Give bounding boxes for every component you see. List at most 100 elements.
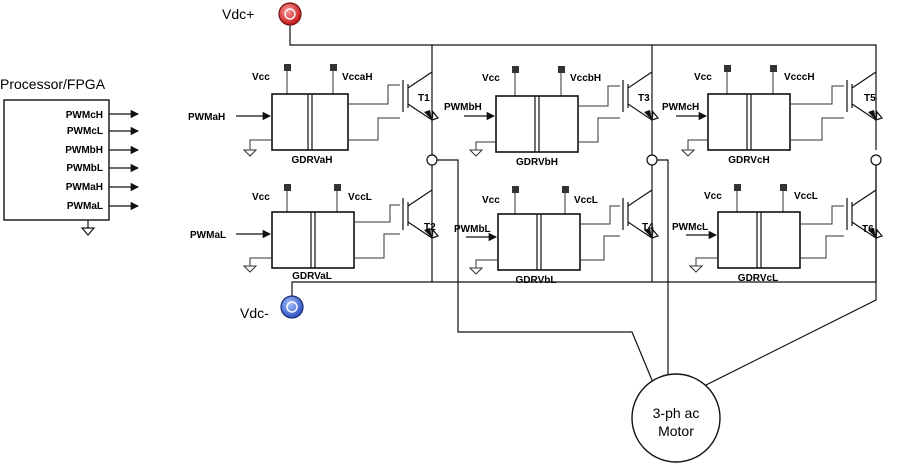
supply-wires bbox=[736, 191, 784, 212]
terminal-ring bbox=[284, 8, 296, 20]
vcc-iso-label: VccL bbox=[348, 192, 372, 203]
gate-driver-aH: Vcc VccaH GDRVaH PWMaH T1 bbox=[188, 64, 440, 166]
pin-label: PWMaL bbox=[67, 201, 103, 212]
igbt-T6-icon bbox=[846, 189, 884, 239]
isolation-barrier bbox=[756, 212, 762, 268]
supply-pin-icon bbox=[558, 66, 565, 73]
ground-icon bbox=[468, 259, 498, 275]
switch-label: T5 bbox=[864, 93, 876, 104]
igbt-T4-icon bbox=[622, 189, 660, 239]
motor: 3-ph ac Motor bbox=[631, 373, 721, 463]
negative-bus-drops bbox=[431, 250, 653, 282]
switch-label: T4 bbox=[642, 222, 654, 233]
phase-wiring bbox=[426, 60, 882, 389]
phase-a-to-motor bbox=[437, 159, 655, 386]
vcc-iso-label: VccaH bbox=[342, 72, 373, 83]
dc-positive-rail: Vdc+ bbox=[222, 2, 877, 150]
phase-c-to-motor bbox=[699, 165, 877, 389]
supply-pin-icon bbox=[330, 64, 337, 71]
vdc-positive-label: Vdc+ bbox=[222, 6, 254, 22]
driver-box bbox=[271, 211, 355, 269]
processor-block: Processor/FPGA PWMcH PWMcL PWMbH PWMbL P… bbox=[0, 76, 140, 236]
vdc-positive-terminal-icon bbox=[278, 2, 302, 26]
supply-wires bbox=[514, 73, 562, 96]
gate-driver-cH: Vcc VcccH GDRVcH PWMcH T5 bbox=[662, 65, 884, 166]
driver-name: GDRVbH bbox=[516, 157, 558, 168]
driver-box bbox=[707, 93, 791, 151]
supply-pin-icon bbox=[562, 186, 569, 193]
supply-wires bbox=[286, 71, 334, 94]
igbt-T2-icon bbox=[402, 189, 440, 239]
pin-label: PWMcL bbox=[67, 126, 103, 137]
phase-b-node bbox=[646, 154, 658, 166]
pin-label: PWMbH bbox=[65, 145, 103, 156]
isolation-barrier bbox=[534, 96, 540, 152]
switch-label: T1 bbox=[418, 93, 430, 104]
switch-label: T2 bbox=[424, 222, 436, 233]
vcc-label: Vcc bbox=[482, 73, 500, 84]
phase-a-node bbox=[426, 154, 438, 166]
motor-circle bbox=[631, 373, 721, 463]
supply-wires bbox=[726, 72, 774, 94]
gate-wires bbox=[790, 85, 844, 141]
gate-driver-cL: Vcc VccL GDRVcL PWMcL T6 bbox=[672, 184, 884, 284]
pin-label: PWMcH bbox=[66, 110, 103, 121]
isolation-barrier bbox=[746, 94, 752, 150]
igbt-T1-icon bbox=[402, 71, 440, 121]
ground-icon bbox=[242, 257, 272, 273]
driver-input-label: PWMcH bbox=[662, 102, 699, 113]
vdc-negative-terminal-icon bbox=[280, 295, 304, 319]
motor-label-line2: Motor bbox=[658, 423, 694, 439]
driver-name: GDRVcH bbox=[728, 155, 770, 166]
gate-driver-bH: Vcc VccbH GDRVbH PWMbH T3 bbox=[444, 66, 660, 168]
driver-input-label: PWMbL bbox=[454, 224, 491, 235]
vdc-negative-label: Vdc- bbox=[240, 305, 269, 321]
driver-box bbox=[497, 213, 581, 271]
isolation-barrier bbox=[307, 94, 313, 150]
supply-wires bbox=[286, 191, 338, 212]
positive-bus-line bbox=[289, 25, 877, 150]
supply-pin-icon bbox=[512, 66, 519, 73]
igbt-T5-icon bbox=[846, 71, 884, 121]
switch-label: T3 bbox=[638, 93, 650, 104]
supply-pin-icon bbox=[284, 64, 291, 71]
driver-box bbox=[717, 211, 801, 269]
pin-label: PWMaH bbox=[66, 182, 103, 193]
supply-pin-icon bbox=[770, 65, 777, 72]
supply-wires bbox=[514, 193, 566, 214]
vcc-iso-label: VccL bbox=[574, 195, 598, 206]
isolation-barrier bbox=[310, 212, 316, 268]
switch-label: T6 bbox=[862, 224, 874, 235]
terminal-ring bbox=[286, 301, 298, 313]
supply-pin-icon bbox=[334, 184, 341, 191]
gate-wires bbox=[348, 84, 400, 141]
gate-wires bbox=[354, 204, 400, 259]
supply-pin-icon bbox=[734, 184, 741, 191]
driver-name: GDRVaH bbox=[292, 155, 333, 166]
vcc-label: Vcc bbox=[252, 192, 270, 203]
ground-icon bbox=[80, 220, 96, 236]
motor-label-line1: 3-ph ac bbox=[653, 405, 700, 421]
gate-driver-bL: Vcc VccL GDRVbL PWMbL T4 bbox=[454, 186, 660, 286]
gate-driver-aL: Vcc VccL GDRVaL PWMaL T2 bbox=[190, 184, 440, 282]
supply-pin-icon bbox=[780, 184, 787, 191]
ground-icon bbox=[680, 139, 708, 157]
driver-box bbox=[271, 93, 349, 151]
driver-input-label: PWMaL bbox=[190, 230, 226, 241]
supply-pin-icon bbox=[284, 184, 291, 191]
vcc-iso-label: VcccH bbox=[784, 72, 815, 83]
vcc-label: Vcc bbox=[252, 72, 270, 83]
vcc-label: Vcc bbox=[482, 195, 500, 206]
positive-bus-drops bbox=[431, 45, 653, 60]
supply-pin-icon bbox=[512, 186, 519, 193]
processor-pins: PWMcH PWMcL PWMbH PWMbL PWMaH PWMaL bbox=[65, 109, 140, 212]
ground-icon bbox=[688, 257, 718, 273]
driver-name: GDRVbL bbox=[516, 275, 557, 286]
phase-c-node bbox=[870, 154, 882, 166]
isolation-barrier bbox=[536, 214, 542, 270]
gate-wires bbox=[578, 85, 620, 143]
processor-box bbox=[3, 99, 110, 221]
driver-name: GDRVcL bbox=[738, 273, 778, 284]
driver-input-label: PWMaH bbox=[188, 112, 225, 123]
phase-b-to-motor bbox=[657, 159, 669, 380]
